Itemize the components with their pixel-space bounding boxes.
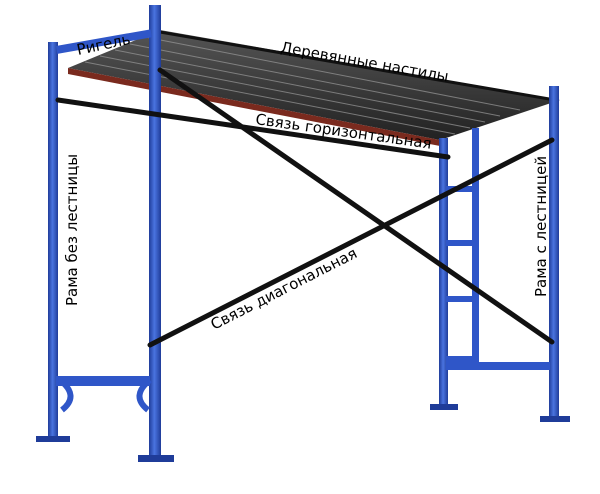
label-diagonal-brace: Связь диагональная	[208, 244, 360, 333]
left-back-foot	[36, 436, 70, 442]
left-bottom-bar	[56, 376, 150, 386]
left-back-post	[48, 42, 58, 440]
right-back-post	[439, 138, 448, 408]
label-frame-without-ladder: Рама без лестницы	[63, 154, 81, 306]
braces	[55, 67, 555, 348]
right-front-post	[549, 86, 559, 420]
left-front-post	[149, 5, 161, 457]
right-front-foot	[540, 416, 570, 422]
diagonal-brace-1	[147, 137, 555, 348]
frame-without-ladder	[36, 5, 174, 462]
right-bottom-bar	[446, 362, 550, 370]
label-frame-with-ladder: Рама с лестницей	[532, 156, 550, 297]
diagonal-brace-2	[157, 67, 555, 345]
left-front-foot	[138, 455, 174, 462]
left-rigel	[56, 29, 152, 54]
right-back-foot	[430, 404, 458, 410]
horizontal-brace	[55, 97, 451, 160]
ladder-rail	[472, 128, 479, 364]
